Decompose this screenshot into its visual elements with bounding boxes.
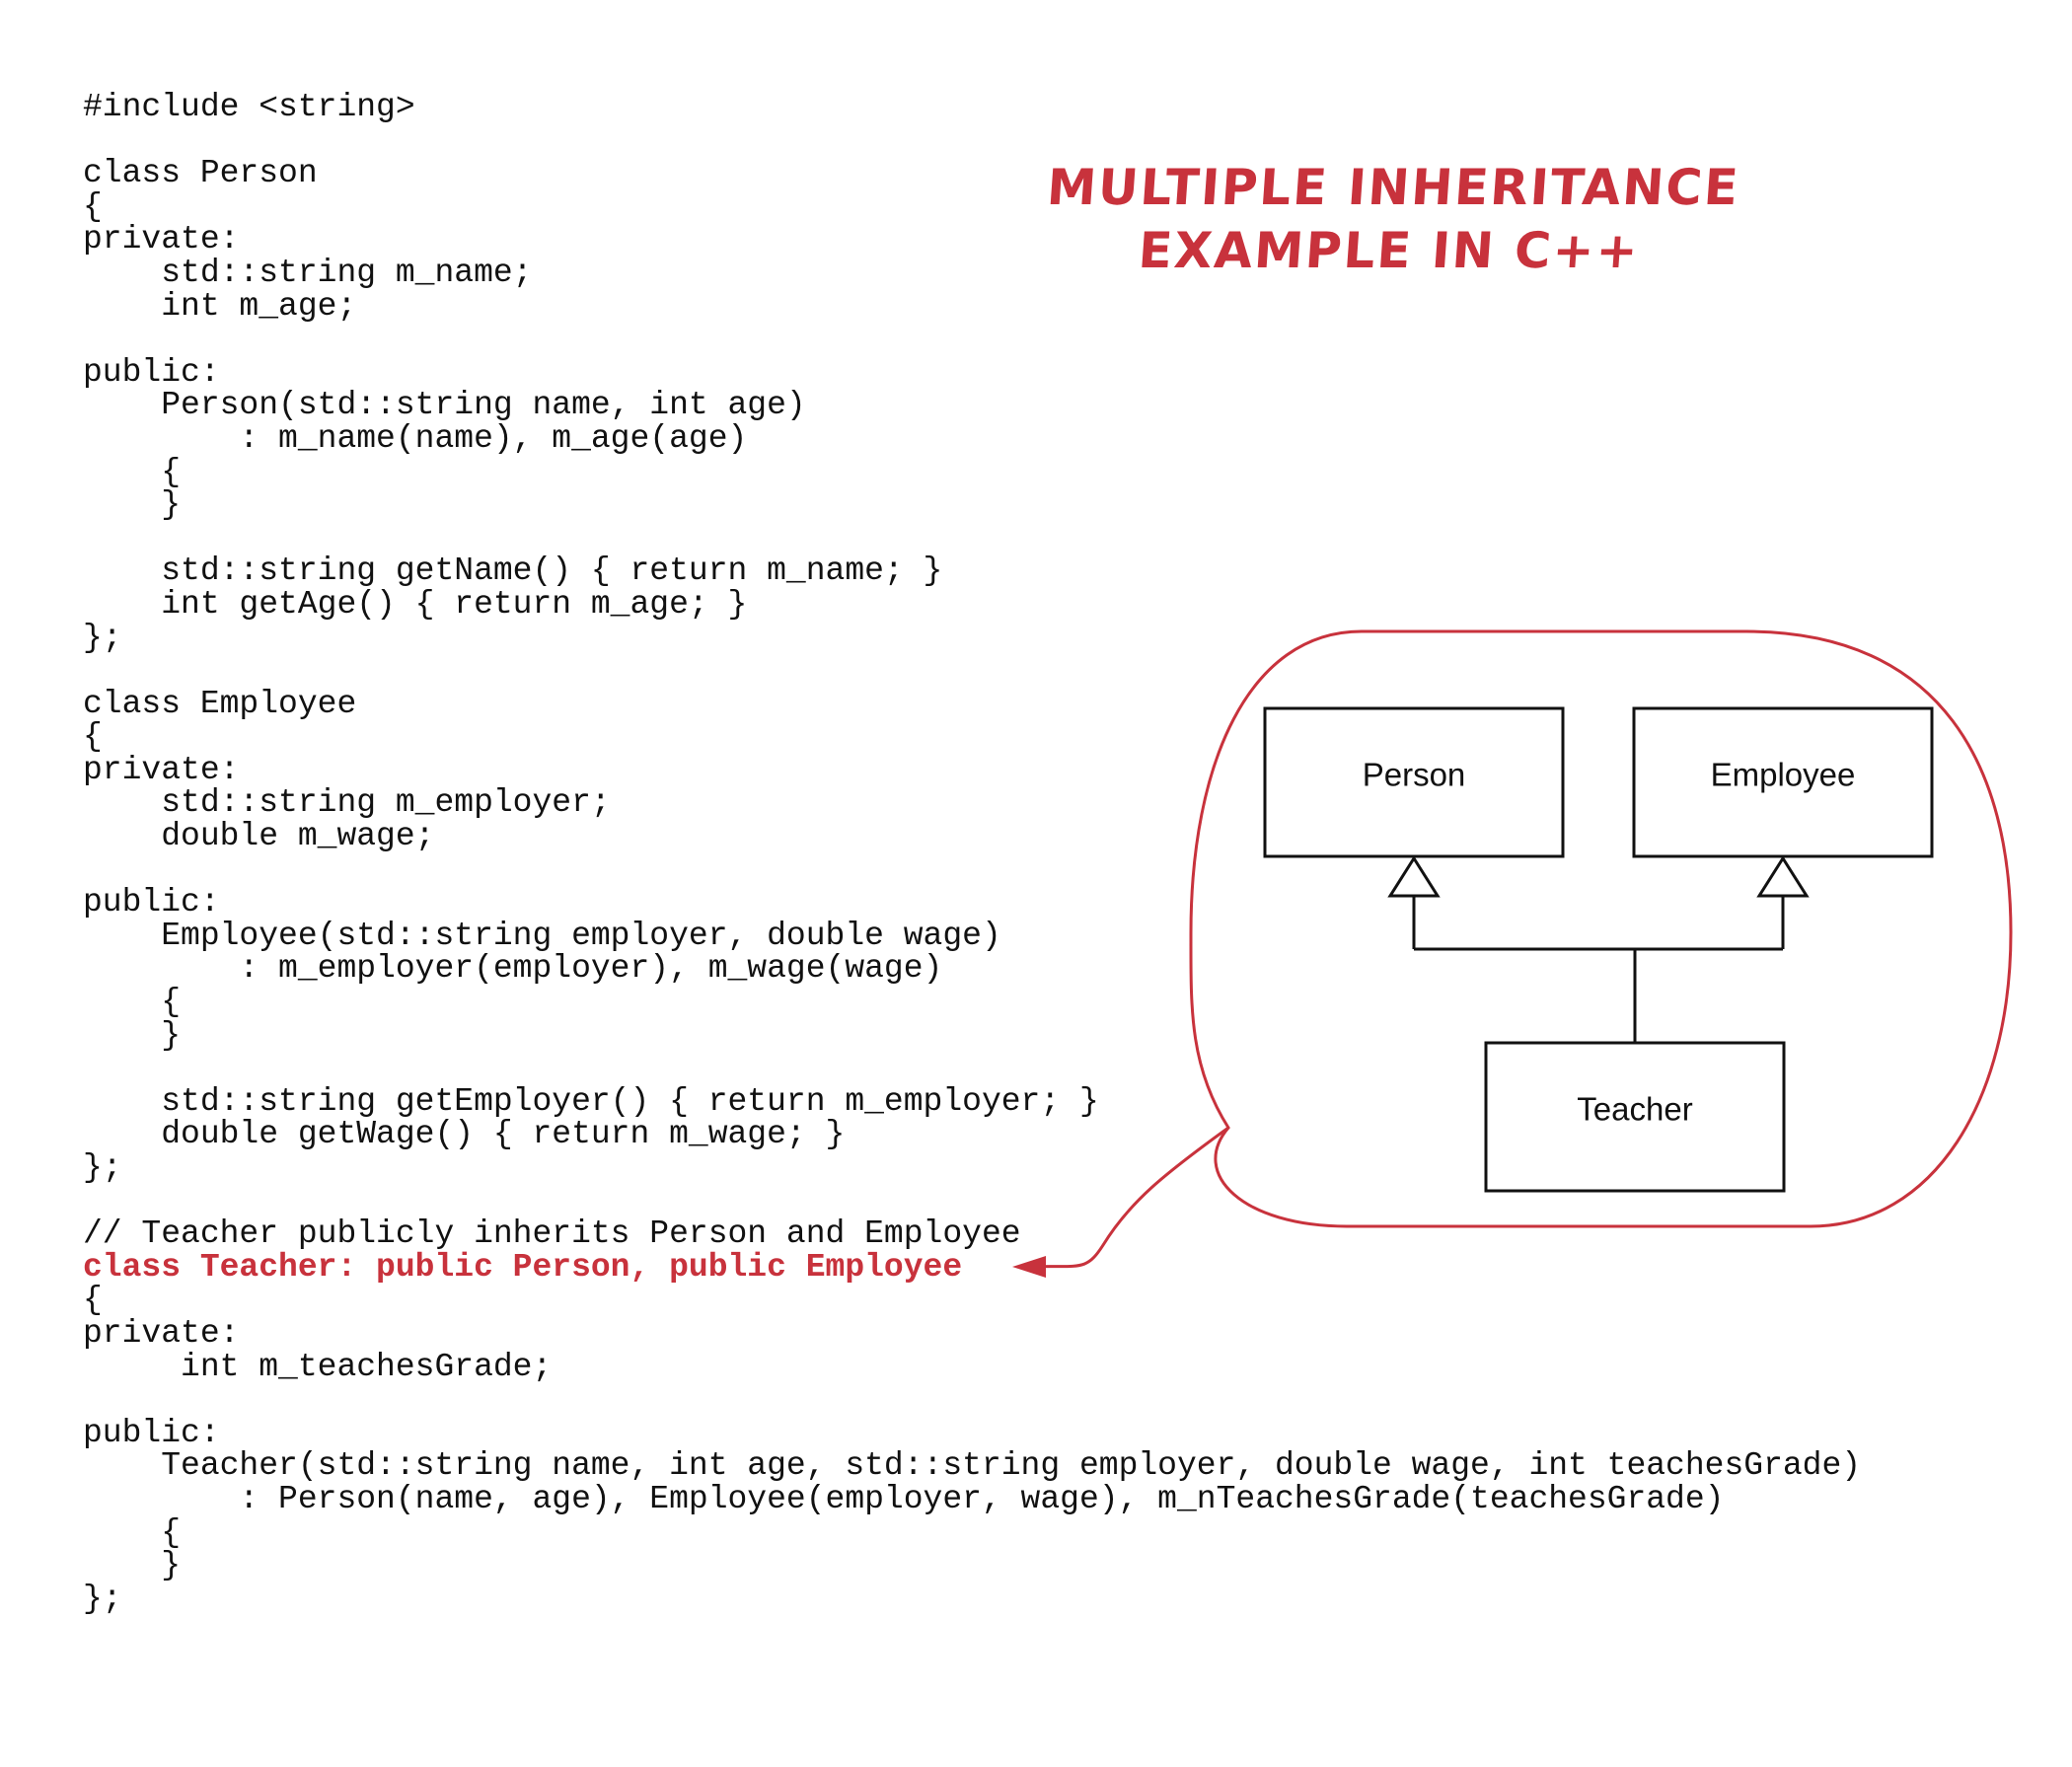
- callout-bubble: [1189, 629, 2013, 1228]
- class-box-employee: Employee: [1632, 706, 1934, 858]
- code-line: std::string m_employer;: [83, 784, 611, 822]
- code-line: // Teacher publicly inherits Person and …: [83, 1215, 1021, 1253]
- code-line: : m_name(name), m_age(age): [83, 419, 748, 457]
- code-line: {: [83, 1513, 182, 1551]
- code-line: public:: [83, 353, 220, 391]
- code-line: {: [83, 718, 103, 756]
- code-line: {: [83, 187, 103, 225]
- code-line: int m_age;: [83, 287, 357, 325]
- code-line: private:: [83, 221, 240, 258]
- code-line: }: [83, 1547, 182, 1584]
- code-line: }: [83, 486, 182, 524]
- class-label-employee: Employee: [1711, 757, 1856, 793]
- code-line: class Person: [83, 155, 318, 192]
- inheritance-connector: [1412, 896, 1785, 1043]
- code-line: private:: [83, 1314, 240, 1352]
- code-line: public:: [83, 884, 220, 921]
- callout-arrow: [1025, 1126, 1229, 1269]
- code-line: : Person(name, age), Employee(employer, …: [83, 1480, 1725, 1517]
- code-line: int getAge() { return m_age; }: [83, 585, 748, 623]
- class-label-person: Person: [1363, 757, 1466, 793]
- code-line: {: [83, 453, 182, 490]
- code-line: private:: [83, 751, 240, 788]
- code-line: Employee(std::string employer, double wa…: [83, 917, 1001, 954]
- code-line: Person(std::string name, int age): [83, 387, 806, 424]
- code-line: public:: [83, 1414, 220, 1451]
- code-line: double m_wage;: [83, 818, 435, 855]
- code-line-highlighted: class Teacher: public Person, public Emp…: [83, 1248, 963, 1286]
- class-box-teacher: Teacher: [1484, 1041, 1786, 1193]
- code-line: std::string getName() { return m_name; }: [83, 552, 943, 590]
- code-line: }: [83, 1016, 182, 1054]
- code-line: {: [83, 984, 182, 1021]
- callout-arrowhead: [1012, 1256, 1046, 1278]
- code-line: };: [83, 1580, 122, 1617]
- code-line: Teacher(std::string name, int age, std::…: [83, 1447, 1862, 1485]
- code-line: std::string getEmployer() { return m_emp…: [83, 1082, 1099, 1120]
- code-line: {: [83, 1282, 103, 1319]
- code-line: #include <string>: [83, 89, 415, 125]
- code-line: std::string m_name;: [83, 254, 533, 291]
- class-box-person: Person: [1263, 706, 1565, 858]
- code-line: class Employee: [83, 685, 357, 722]
- code-listing: #include <string>class Person{private: s…: [83, 91, 1861, 1615]
- inheritance-arrowhead-employee: [1756, 855, 1810, 898]
- code-line: };: [83, 1149, 122, 1186]
- code-line: };: [83, 619, 122, 656]
- class-label-teacher: Teacher: [1577, 1091, 1692, 1128]
- code-line: double getWage() { return m_wage; }: [83, 1116, 846, 1153]
- code-line: int m_teachesGrade;: [83, 1348, 553, 1385]
- inheritance-arrowhead-person: [1387, 855, 1441, 898]
- code-line: : m_employer(employer), m_wage(wage): [83, 950, 943, 988]
